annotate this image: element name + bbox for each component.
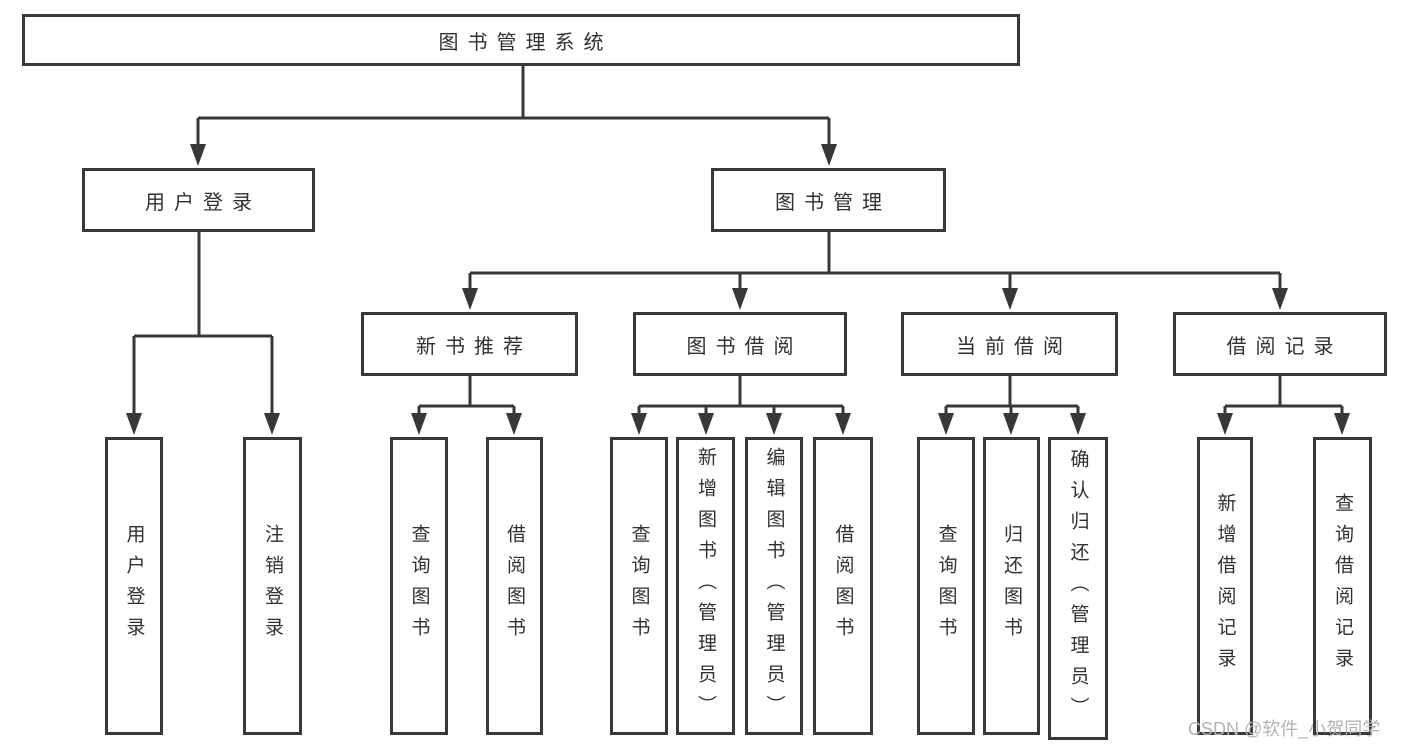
leaf-user-login: 用户登录 [105, 437, 163, 735]
node-root-system-label: 图书管理系统 [438, 31, 613, 54]
arrowheads [126, 144, 1350, 435]
leaf-return-books: 归还图书 [983, 437, 1040, 735]
connector-user-login [132, 232, 274, 415]
connector-borrow-record [1223, 376, 1344, 415]
node-user-login-branch-label: 用户登录 [145, 191, 261, 214]
leaf-confirm-return-admin: 确认归还（管理员） [1048, 437, 1108, 740]
node-borrow-record: 借阅记录 [1173, 312, 1387, 376]
leaf-borrow-books-label: 借阅图书 [832, 524, 854, 648]
leaf-borrow-books: 借阅图书 [813, 437, 873, 735]
leaf-add-books-admin: 新增图书（管理员） [676, 437, 735, 735]
connector-book-management [468, 232, 1282, 290]
connector-book-borrow [637, 376, 845, 415]
leaf-current-query-books-label: 查询图书 [935, 524, 957, 648]
leaf-borrow-query-books-label: 查询图书 [628, 524, 650, 648]
node-user-login-branch: 用户登录 [82, 168, 315, 232]
node-root-system: 图书管理系统 [22, 14, 1020, 66]
node-book-borrow: 图书借阅 [633, 312, 847, 376]
node-book-borrow-label: 图书借阅 [686, 335, 803, 358]
leaf-borrow-query-books: 查询图书 [610, 437, 668, 735]
leaf-edit-books-admin: 编辑图书（管理员） [745, 437, 803, 735]
node-book-management-branch-label: 图书管理 [775, 191, 891, 214]
leaf-new-borrow-books: 借阅图书 [486, 437, 543, 735]
leaf-logout: 注销登录 [243, 437, 302, 735]
leaf-add-borrow-record: 新增借阅记录 [1197, 437, 1253, 735]
leaf-user-login-label: 用户登录 [123, 524, 145, 648]
leaf-new-borrow-books-label: 借阅图书 [504, 524, 525, 648]
leaf-new-query-books: 查询图书 [390, 437, 448, 735]
leaf-return-books-label: 归还图书 [1001, 524, 1022, 648]
connector-new-book [417, 376, 516, 415]
leaf-confirm-return-admin-label: 确认归还（管理员） [1067, 449, 1089, 728]
node-new-book-recommend: 新书推荐 [361, 312, 578, 376]
watermark: CSDN @软件_小贺同学 [1188, 719, 1381, 739]
leaf-new-query-books-label: 查询图书 [408, 524, 430, 648]
leaf-query-borrow-record: 查询借阅记录 [1313, 437, 1372, 735]
leaf-query-borrow-record-label: 查询借阅记录 [1332, 493, 1353, 679]
connector-root [196, 66, 831, 146]
node-current-borrow-label: 当前借阅 [956, 335, 1072, 358]
leaf-current-query-books: 查询图书 [917, 437, 975, 735]
node-new-book-recommend-label: 新书推荐 [416, 335, 532, 358]
leaf-logout-label: 注销登录 [262, 524, 283, 648]
connector-current-borrow [944, 376, 1080, 415]
node-borrow-record-label: 借阅记录 [1226, 335, 1343, 358]
node-current-borrow: 当前借阅 [901, 312, 1118, 376]
leaf-add-borrow-record-label: 新增借阅记录 [1214, 493, 1236, 679]
leaf-edit-books-admin-label: 编辑图书（管理员） [763, 446, 785, 726]
leaf-add-books-admin-label: 新增图书（管理员） [695, 446, 716, 726]
node-book-management-branch: 图书管理 [711, 168, 946, 232]
